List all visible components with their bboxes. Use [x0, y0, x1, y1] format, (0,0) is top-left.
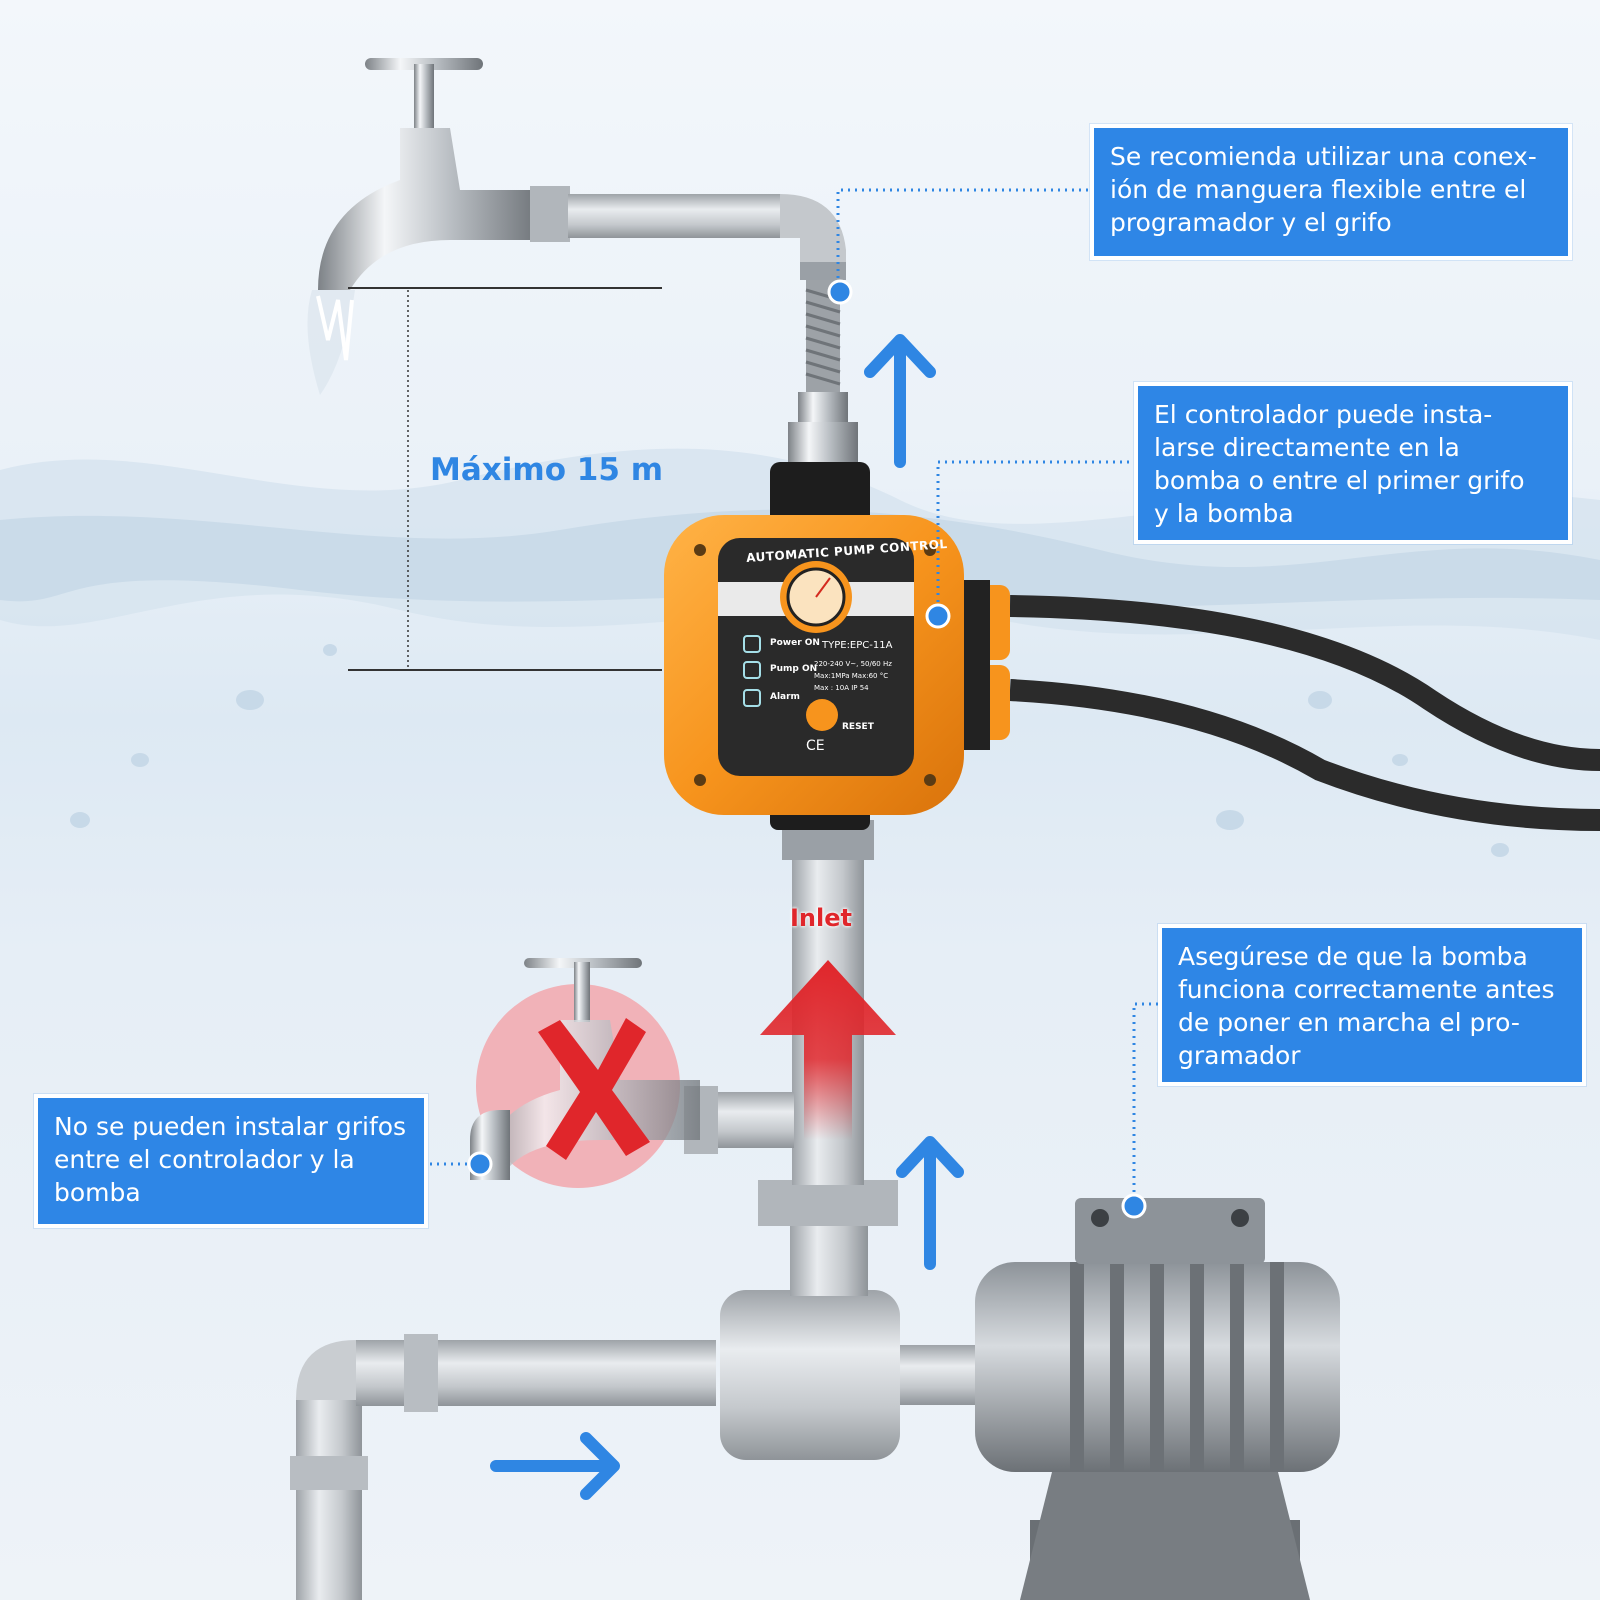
marker-dot — [1121, 1193, 1147, 1219]
inlet-arrow — [760, 960, 896, 1140]
forbidden-tap — [470, 958, 700, 1188]
arrow-right-icon — [490, 1432, 620, 1500]
supply-pipe — [290, 1334, 716, 1600]
flow-arrows — [490, 334, 964, 1500]
inlet-label: Inlet — [790, 904, 852, 932]
arrow-up-icon — [896, 1136, 964, 1270]
device-spec-line: 220-240 V~, 50/60 Hz — [814, 660, 892, 668]
callout-line: gramador — [1178, 1041, 1301, 1070]
callout-line: funciona correctamente antes — [1178, 975, 1555, 1004]
callout-leaders — [430, 188, 1160, 1219]
callout-line: bomba o entre el primer grifo — [1154, 466, 1525, 495]
pump-controller — [664, 462, 1600, 831]
callout-line: Asegúrese de que la bomba — [1178, 942, 1528, 971]
pump-body — [720, 1198, 1340, 1600]
callout-flexible-hose: Se recomienda utilizar una conex- ión de… — [1090, 124, 1572, 260]
callout-controller-install: El controlador puede insta- larse direct… — [1134, 382, 1572, 544]
callout-line: programador y el grifo — [1110, 208, 1392, 237]
callout-no-taps: No se pueden instalar grifos entre el co… — [34, 1094, 428, 1228]
height-measure — [348, 287, 662, 671]
arrow-up-icon — [864, 334, 936, 468]
indicator-pump-on: Pump ON — [770, 664, 818, 674]
marker-dot — [467, 1151, 493, 1177]
callout-pump-check: Asegúrese de que la bomba funciona corre… — [1158, 924, 1586, 1086]
ce-mark: CE — [806, 738, 825, 754]
marker-dot — [925, 603, 951, 629]
callout-line: ión de manguera flexible entre el — [1110, 175, 1527, 204]
device-spec-line: Max : 10A IP 54 — [814, 684, 869, 692]
reset-label: RESET — [842, 722, 874, 732]
callout-line: larse directamente en la — [1154, 433, 1460, 462]
device-spec-line: Max:1MPa Max:60 °C — [814, 672, 889, 680]
device-type: TYPE:EPC-11A — [822, 640, 893, 651]
max-height-label: Máximo 15 m — [430, 452, 664, 488]
marker-dot — [827, 279, 853, 305]
callout-line: de poner en marcha el pro- — [1178, 1008, 1520, 1037]
x-mark-icon — [538, 1018, 650, 1160]
riser-pipe — [684, 820, 898, 1296]
callout-line: No se pueden instalar grifos — [54, 1112, 407, 1141]
callout-line: y la bomba — [1154, 499, 1294, 528]
callout-line: El controlador puede insta- — [1154, 400, 1493, 429]
callout-line: bomba — [54, 1178, 141, 1207]
callout-line: Se recomienda utilizar una conex- — [1110, 142, 1537, 171]
top-tap — [307, 58, 858, 468]
callout-line: entre el controlador y la — [54, 1145, 355, 1174]
indicator-alarm: Alarm — [770, 692, 800, 702]
indicator-power-on: Power ON — [770, 638, 820, 648]
